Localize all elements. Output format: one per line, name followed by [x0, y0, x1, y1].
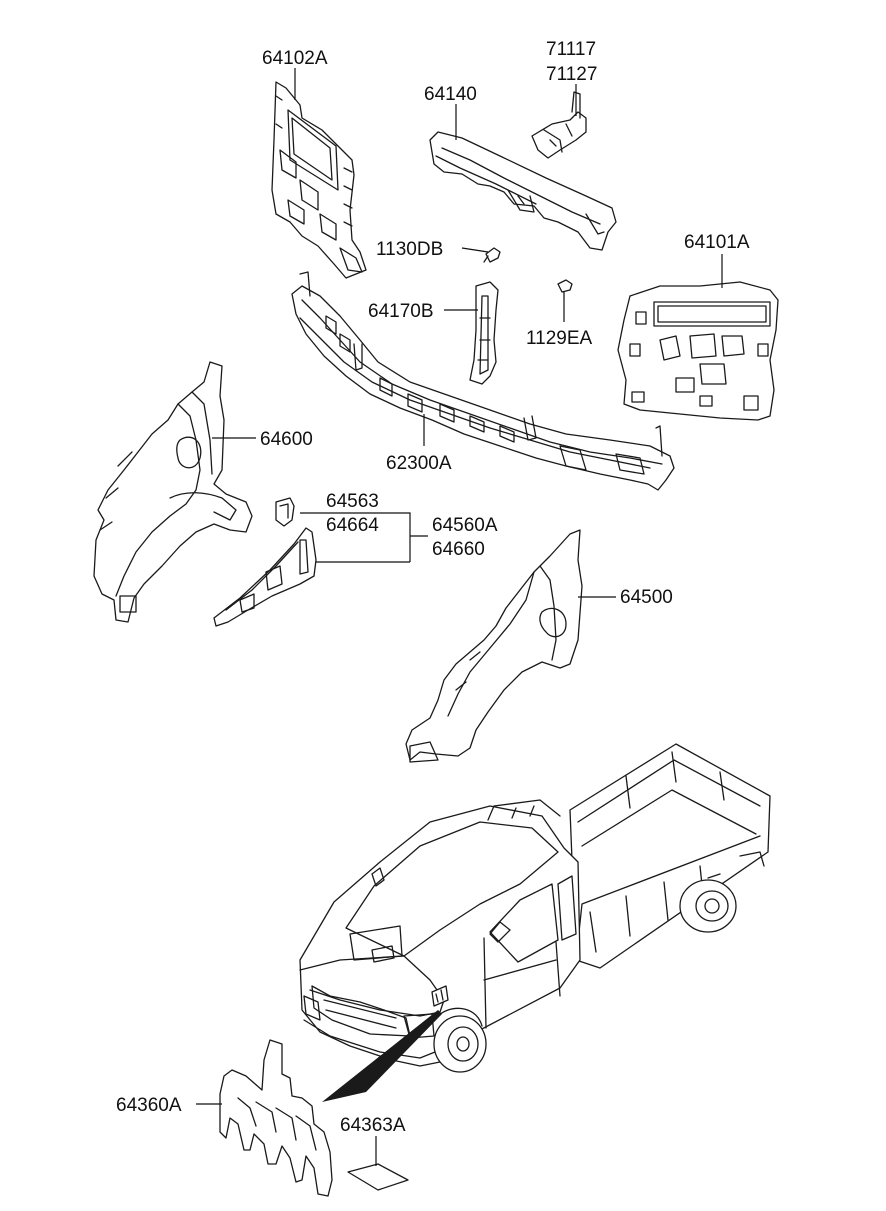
label-64170B: 64170B [368, 301, 434, 322]
part-64600 [93, 361, 253, 623]
label-64140: 64140 [424, 84, 477, 105]
part-71117-71127 [531, 91, 587, 159]
part-64563-64664 [275, 497, 295, 527]
label-64560A: 64560A [432, 515, 498, 536]
part-64101A [617, 281, 779, 421]
part-64360A [219, 1039, 333, 1197]
part-64102A [271, 81, 367, 279]
part-64560A-64660 [213, 527, 317, 627]
bolt-1129EA [557, 279, 573, 299]
label-71127: 71127 [546, 64, 597, 85]
label-1130DB: 1130DB [376, 239, 443, 260]
part-62300A [291, 271, 675, 491]
label-64101A: 64101A [684, 232, 750, 253]
label-62300A: 62300A [386, 453, 452, 474]
label-64660: 64660 [432, 539, 485, 560]
leader-64560A [300, 512, 428, 563]
truck-illustration [299, 743, 771, 1102]
label-64360A: 64360A [116, 1095, 182, 1116]
part-64140 [429, 131, 617, 251]
part-64500 [405, 529, 583, 763]
label-64500: 64500 [620, 587, 673, 608]
part-64170B [469, 281, 499, 385]
label-64102A: 64102A [262, 48, 328, 69]
label-64563: 64563 [326, 491, 379, 512]
label-64363A: 64363A [340, 1115, 406, 1136]
label-71117: 71117 [546, 39, 596, 60]
label-64664: 64664 [326, 515, 379, 536]
label-1129EA: 1129EA [526, 328, 593, 349]
bolt-1130DB [483, 247, 501, 263]
leader-1130DB [461, 247, 489, 253]
label-64600: 64600 [260, 429, 313, 450]
part-64363A [347, 1163, 409, 1191]
